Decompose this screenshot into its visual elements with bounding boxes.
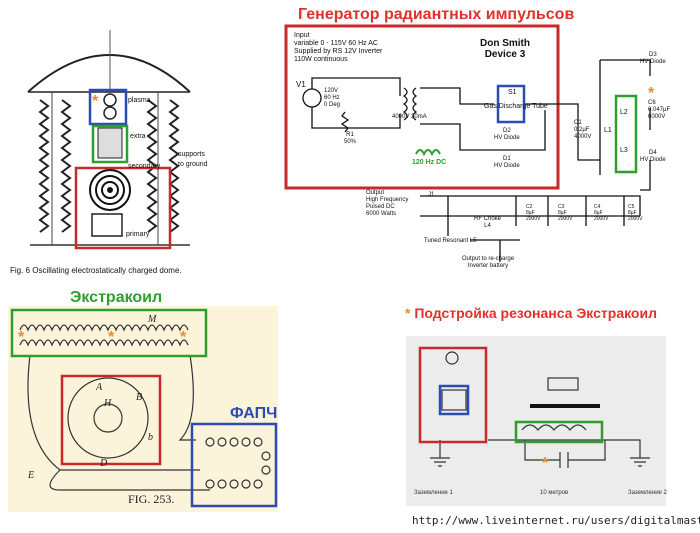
l2-l3-box (614, 94, 638, 174)
fig253-illustration (19, 324, 210, 491)
circuit-c4: C4 8µF 2000V (594, 204, 609, 222)
tuning-wires (430, 351, 650, 468)
circuit-c6: C6 0.047µF 6000V (648, 100, 671, 120)
fig253-letter-e: E (28, 470, 35, 481)
tuning-red-box (418, 346, 488, 444)
circuit-d3: D3 HV Diode (640, 52, 666, 65)
fig253-letter-h: H (104, 398, 112, 409)
fig6-secondary-box (74, 166, 172, 250)
fig6-illustration (27, 30, 191, 246)
circuit-v1-spec: 120V 60 Hz 0 Deg (324, 88, 341, 108)
fapch-box (190, 422, 278, 508)
circuit-l3: L3 (620, 147, 628, 154)
tuning-distance: 10 метров (540, 490, 569, 496)
circuit-c2: C2 8µF 2000V (526, 204, 541, 222)
fig6-secondary-label: secondary (128, 163, 161, 170)
circuit-transformer: 4000V 30mA (392, 114, 427, 120)
hz-coil-icon (415, 149, 441, 157)
footer-url: http://www.liveinternet.ru/users/digital… (412, 514, 700, 527)
circuit-hz-label: 120 Hz DC (412, 159, 447, 166)
fig6-extra-box (91, 124, 129, 164)
fig6-plasma-label: plasma (128, 97, 151, 104)
extracoil-box (10, 308, 208, 358)
fig6-extra-label: extra (130, 133, 146, 140)
fig6-star: * (92, 93, 99, 110)
circuit-d1: D1 HV Diode (494, 156, 520, 169)
extracoil-star-left: * (18, 329, 25, 346)
resonance-title-text: Подстройка резонанса Экстракоил (414, 305, 657, 321)
tuning-green-box (514, 420, 604, 444)
fapch-label: ФАПЧ (230, 405, 278, 422)
circuit-output: Output High Frequency Pulsed DC 6000 Wat… (366, 190, 409, 217)
tuning-ground1: Заземление 1 (414, 490, 453, 496)
fig253-letter-m: M (148, 314, 157, 325)
fig253-caption: FIG. 253. (128, 492, 175, 506)
circuit-gas-tube: Gas Discharge Tube (484, 103, 548, 110)
circuit-l2: L2 (620, 109, 628, 116)
fig6-supports-label: supports to ground (178, 151, 208, 168)
circuit-wires (302, 59, 651, 262)
circuit-frame (284, 24, 560, 190)
circuit-s1: S1 (508, 89, 517, 96)
fig6-caption: Fig. 6 Oscillating electrostatically cha… (10, 266, 182, 275)
fig253-letter-d: D (100, 458, 108, 469)
circuit-j1: J1 (428, 192, 435, 198)
resonance-title: * Подстройка резонанса Экстракоил (405, 305, 657, 321)
fig253-red-box (60, 374, 162, 466)
fig6-plasma-box (88, 88, 128, 126)
extracoil-star-mid: * (108, 329, 115, 346)
tuning-star: * (542, 455, 549, 472)
circuit-l1: L1 (604, 127, 612, 134)
fapch-chain (205, 437, 271, 489)
tuning-ground2: Заземление 2 (628, 490, 667, 496)
circuit-rf-choke: RF Choke L4 (474, 216, 502, 229)
circuit-d2: D2 HV Diode (494, 128, 520, 141)
fig253-letter-a: A (96, 382, 103, 393)
circuit-c3: C3 8µF 2000V (558, 204, 573, 222)
gas-tube-box (496, 84, 526, 124)
circuit-tuned: Tuned Resonant L5 (424, 238, 477, 244)
fig253-letter-b-small: b (148, 432, 153, 443)
circuit-input: Input variable 0 - 115V 60 Hz AC Supplie… (294, 32, 383, 63)
circuit-d4: D4 HV Diode (640, 150, 666, 163)
circuit-recharge: Output to re-charge Inverter battery (462, 256, 515, 269)
tuning-blue-box (438, 384, 470, 416)
circuit-star: * (648, 85, 655, 102)
extracoil-title: Экстракоил (70, 289, 163, 306)
fig6-primary-label: primary (126, 231, 150, 238)
circuit-v1: V1 (296, 80, 306, 89)
circuit-c5: C5 8µF 2000V (628, 204, 643, 222)
circuit-c1: C1 0.2µF 4000V (574, 120, 592, 140)
main-title: Генератор радиантных импульсов (298, 6, 575, 23)
extracoil-star-right: * (180, 329, 187, 346)
circuit-r1: R1 50% (344, 132, 357, 145)
circuit-device: Don Smith Device 3 (480, 38, 530, 60)
fig253-letter-b: B (136, 392, 143, 403)
